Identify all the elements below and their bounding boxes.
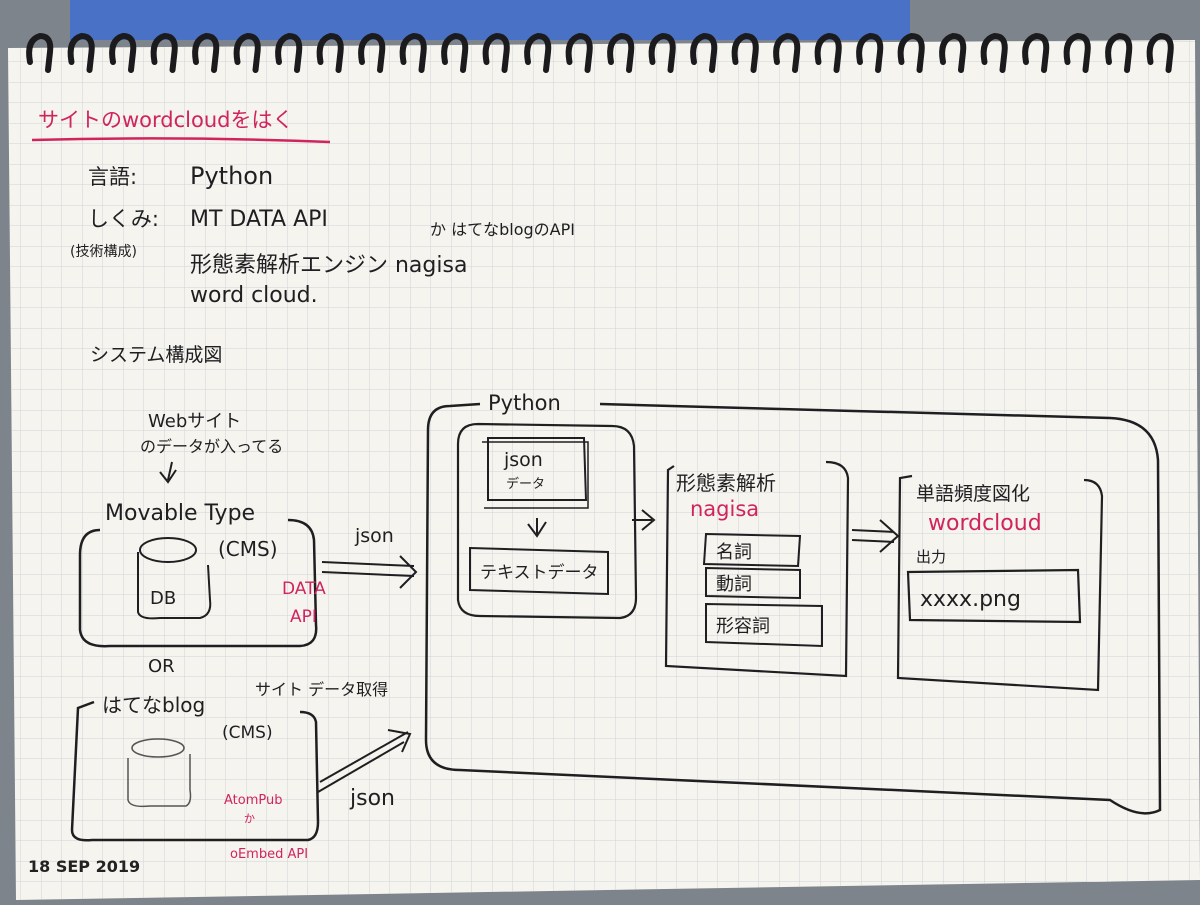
- movable-type-box: [78, 518, 318, 648]
- text-data-box: [469, 546, 609, 596]
- json-label-top: json: [354, 525, 394, 547]
- spiral-ring: [980, 32, 1008, 73]
- wordcloud-title: 単語頻度図化: [916, 483, 1030, 505]
- hatena-box: [70, 700, 320, 842]
- or-label: OR: [148, 656, 175, 677]
- json-data-box: [487, 437, 588, 501]
- spiral-ring: [690, 32, 718, 73]
- title-underline: [31, 137, 331, 144]
- spiral-binding: [26, 32, 1174, 73]
- noun-box: [702, 532, 802, 568]
- double-arrow-icon: [321, 555, 418, 589]
- website-note-line1: Webサイト: [148, 411, 241, 432]
- spiral-ring: [441, 32, 469, 73]
- preprocess-box: [456, 422, 638, 620]
- spiral-ring: [1063, 32, 1091, 73]
- spiral-ring: [316, 32, 344, 73]
- python-label: Python: [488, 391, 561, 415]
- noun-label: 名詞: [716, 542, 752, 563]
- spiral-ring: [482, 32, 510, 73]
- blue-folder: [70, 0, 910, 40]
- diagonal-arrow-icon: [317, 729, 412, 793]
- right-arrow-icon: [632, 509, 656, 531]
- down-arrow-icon: [159, 461, 177, 484]
- mt-api-line1: DATA: [282, 579, 326, 599]
- db-label: DB: [150, 588, 176, 609]
- diagram-heading: システム構成図: [90, 344, 222, 366]
- spiral-ring: [939, 32, 967, 73]
- language-label: 言語:: [88, 165, 137, 189]
- mt-api-line2: API: [290, 607, 317, 627]
- spiral-ring: [773, 32, 801, 73]
- output-label: 出力: [916, 548, 946, 566]
- spiral-ring: [150, 32, 178, 73]
- down-arrow-icon-2: [527, 518, 547, 538]
- output-file: xxxx.png: [920, 587, 1021, 612]
- spiral-ring: [233, 32, 261, 73]
- mechanism-label: しくみ:: [88, 207, 159, 231]
- hatena-api-line1: AtomPub: [224, 793, 282, 808]
- hatena-api-line2: か: [244, 812, 255, 825]
- spiral-ring: [814, 32, 842, 73]
- spiral-ring: [1146, 32, 1174, 73]
- database-icon-outline: [127, 738, 192, 808]
- json-box-line1: json: [503, 449, 543, 471]
- database-icon: [137, 537, 212, 620]
- spiral-ring: [524, 32, 552, 73]
- hatena-cms: (CMS): [222, 723, 273, 743]
- grid-lines: [8, 40, 1200, 900]
- page-title: サイトのwordcloudをはく: [38, 108, 294, 132]
- text-data-label: テキストデータ: [480, 562, 599, 583]
- output-file-box: [906, 568, 1082, 624]
- wordcloud-box: [896, 474, 1104, 692]
- mechanism-line1-alt: か はてなblogのAPI: [430, 220, 575, 239]
- verb-box: [705, 566, 801, 600]
- spiral-ring: [192, 32, 220, 73]
- verb-label: 動詞: [716, 574, 752, 595]
- spiral-ring: [607, 32, 635, 73]
- spiral-ring: [648, 32, 676, 73]
- movable-type-cms: (CMS): [218, 537, 278, 561]
- json-box-line2: データ: [506, 476, 545, 492]
- mechanism-line1: MT DATA API: [190, 207, 328, 232]
- morph-engine: nagisa: [690, 497, 759, 521]
- spiral-ring: [1105, 32, 1133, 73]
- spiral-ring: [26, 32, 54, 73]
- spiral-ring: [565, 32, 593, 73]
- spiral-ring: [358, 32, 386, 73]
- double-arrow-icon-2: [851, 519, 900, 553]
- spiral-ring: [1022, 32, 1050, 73]
- website-note-line2: のデータが入ってる: [140, 437, 283, 456]
- spiral-ring: [109, 32, 137, 73]
- morph-title: 形態素解析: [676, 471, 776, 495]
- mechanism-line2: 形態素解析エンジン nagisa: [190, 253, 467, 278]
- spiral-ring: [856, 32, 884, 73]
- date-stamp: 18 SEP 2019: [28, 857, 140, 876]
- mechanism-sub: (技術構成): [70, 244, 137, 260]
- mechanism-line3: word cloud.: [190, 283, 318, 308]
- hatena-name: はてなblog: [102, 693, 205, 717]
- wordcloud-lib: wordcloud: [928, 511, 1042, 536]
- spiral-ring: [399, 32, 427, 73]
- adjective-box: [705, 602, 823, 648]
- language-value: Python: [190, 162, 273, 190]
- hatena-api-line3: oEmbed API: [230, 847, 308, 862]
- json-label-bottom: json: [349, 786, 395, 811]
- spiral-ring: [67, 32, 95, 73]
- spiral-ring: [275, 32, 303, 73]
- spiral-ring: [731, 32, 759, 73]
- spiral-ring: [897, 32, 925, 73]
- movable-type-name: Movable Type: [105, 501, 255, 526]
- morph-box: [664, 460, 850, 678]
- adjective-label: 形容詞: [716, 616, 770, 637]
- site-data-fetch: サイト データ取得: [255, 680, 388, 699]
- python-container: [424, 402, 1162, 815]
